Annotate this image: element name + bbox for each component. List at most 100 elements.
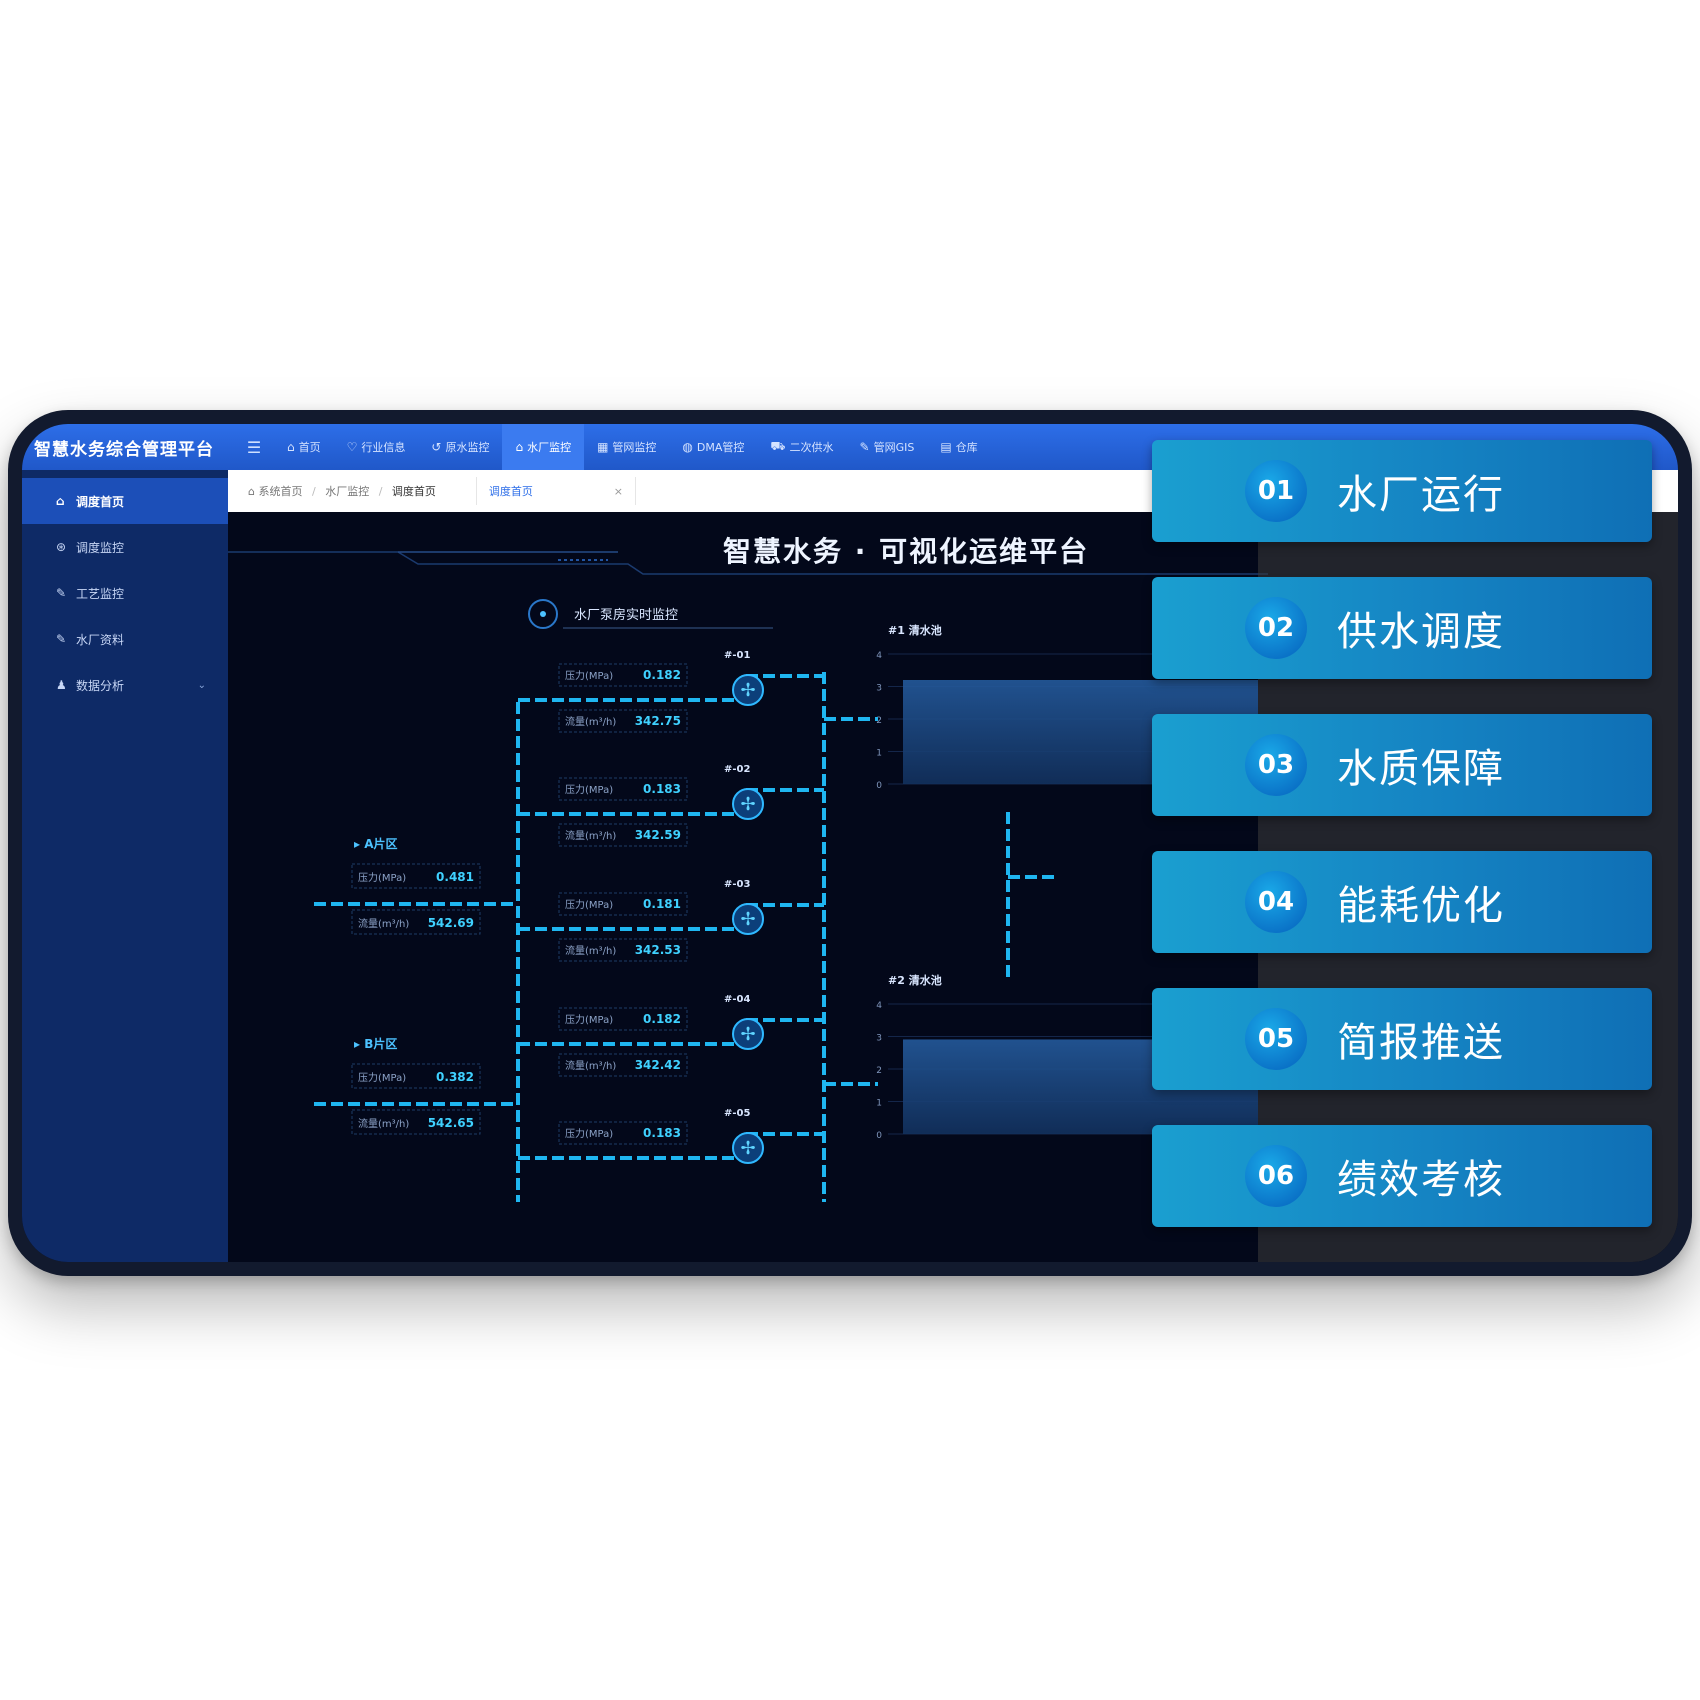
list-icon: ▤ bbox=[940, 440, 952, 454]
panel-dot-icon bbox=[540, 611, 546, 617]
pump-flow-label: 流量(m³/h) bbox=[565, 715, 616, 728]
inlet-name: ▸ B片区 bbox=[354, 1036, 397, 1051]
pump-icon bbox=[732, 1018, 764, 1050]
tank-tick-label: 1 bbox=[876, 1099, 882, 1109]
breadcrumb: ⌂ 系统首页 / 水厂监控 / 调度首页 bbox=[248, 485, 436, 498]
nav-item-secondary[interactable]: ⛟二次供水 bbox=[770, 439, 834, 454]
pump-pressure-label: 压力(MPa) bbox=[565, 783, 613, 796]
pump-fan-icon: ✢ bbox=[740, 1024, 755, 1045]
pump-icon bbox=[732, 903, 764, 935]
menu-toggle-icon[interactable]: ☰ bbox=[246, 437, 262, 457]
nav-item-network[interactable]: ▦管网监控 bbox=[597, 440, 657, 454]
home-icon[interactable]: ⌂ bbox=[248, 485, 259, 498]
pump-flow-value: 342.75 bbox=[635, 714, 681, 728]
inlet-flow-label: 流量(m³/h) bbox=[358, 917, 409, 930]
tab-dispatch-home[interactable]: 调度首页 × bbox=[475, 477, 636, 505]
pump-id: #-03 bbox=[724, 879, 750, 890]
sidebar-item-process-monitor[interactable]: ✎工艺监控 bbox=[56, 586, 125, 601]
close-icon[interactable]: × bbox=[613, 484, 623, 498]
panel-ring-icon bbox=[528, 599, 558, 629]
pen-icon: ✎ bbox=[56, 586, 67, 600]
dashboard-title: 智慧水务 · 可视化运维平台 bbox=[723, 535, 1090, 568]
nav-item-warehouse[interactable]: ▤仓库 bbox=[940, 440, 978, 454]
pump-flow-value: 342.59 bbox=[635, 828, 681, 842]
tank-tick-label: 0 bbox=[876, 781, 882, 791]
tank-name: #2 清水池 bbox=[888, 973, 942, 987]
pump-id: #-02 bbox=[724, 764, 750, 775]
monitor-icon: ⊛ bbox=[56, 540, 67, 554]
pump-fan-icon: ✢ bbox=[740, 909, 755, 930]
feature-label: 能耗优化 bbox=[1337, 883, 1505, 929]
pump-fan-icon: ✢ bbox=[740, 680, 755, 701]
sidebar-item-dispatch-monitor[interactable]: ⊛调度监控 bbox=[56, 540, 125, 555]
home-icon: ⌂ bbox=[56, 494, 65, 508]
feature-label: 水质保障 bbox=[1337, 746, 1505, 792]
pump-pressure-value: 0.182 bbox=[643, 668, 681, 682]
feature-card-plant-operation[interactable]: 01 水厂运行 bbox=[1152, 440, 1652, 542]
pump-pressure-label: 压力(MPa) bbox=[565, 669, 613, 682]
plant-icon: ⌂ bbox=[515, 440, 524, 454]
nav-item-plant[interactable]: ⌂水厂监控 bbox=[502, 424, 585, 470]
feature-card-supply-dispatch[interactable]: 02 供水调度 bbox=[1152, 577, 1652, 679]
tank-tick-label: 1 bbox=[876, 749, 882, 759]
pump-icon bbox=[732, 1132, 764, 1164]
inlet-pressure-box bbox=[351, 863, 481, 889]
tank-tick-label: 4 bbox=[876, 651, 882, 661]
heart-icon: ♡ bbox=[346, 440, 358, 454]
sidebar-item-data-analysis[interactable]: ♟数据分析⌄ bbox=[56, 678, 206, 693]
refresh-icon: ↺ bbox=[431, 440, 442, 454]
pump-fan-icon: ✢ bbox=[740, 1138, 755, 1159]
pump-flow-value: 342.42 bbox=[635, 1058, 681, 1072]
truck-icon: ⛟ bbox=[770, 439, 786, 453]
tank-tick-label: 4 bbox=[876, 1001, 882, 1011]
pump-flow-label: 流量(m³/h) bbox=[565, 944, 616, 957]
app-title: 智慧水务综合管理平台 bbox=[34, 439, 214, 460]
feature-card-water-quality[interactable]: 03 水质保障 bbox=[1152, 714, 1652, 816]
tank-tick-label: 3 bbox=[876, 684, 882, 694]
feature-label: 绩效考核 bbox=[1337, 1157, 1505, 1203]
pump-pressure-label: 压力(MPa) bbox=[565, 1127, 613, 1140]
sidebar: ⌂调度首页 ⊛调度监控 ✎工艺监控 ✎水厂资料 ♟数据分析⌄ bbox=[22, 470, 228, 1262]
tank-tick-label: 2 bbox=[876, 716, 882, 726]
pump-flow-value: 342.53 bbox=[635, 943, 681, 957]
header-decoration bbox=[228, 551, 1268, 575]
sidebar-item-plant-data[interactable]: ✎水厂资料 bbox=[56, 632, 125, 647]
feature-number: 03 bbox=[1245, 734, 1307, 796]
feature-number: 06 bbox=[1245, 1145, 1307, 1207]
nav-item-industry[interactable]: ♡行业信息 bbox=[346, 440, 406, 454]
breadcrumb-current: 调度首页 bbox=[391, 485, 436, 498]
feature-card-energy[interactable]: 04 能耗优化 bbox=[1152, 851, 1652, 953]
pump-icon bbox=[732, 788, 764, 820]
tank-tick-label: 0 bbox=[876, 1131, 882, 1141]
nav-item-raw-water[interactable]: ↺原水监控 bbox=[431, 440, 490, 454]
pump-pressure-value: 0.183 bbox=[643, 782, 681, 796]
pump-id: #-05 bbox=[724, 1108, 750, 1119]
pump-pressure-value: 0.183 bbox=[643, 1126, 681, 1140]
inlet-flow-label: 流量(m³/h) bbox=[358, 1117, 409, 1130]
feature-number: 04 bbox=[1245, 871, 1307, 933]
breadcrumb-item[interactable]: 系统首页 bbox=[258, 485, 303, 498]
inlet-pressure-label: 压力(MPa) bbox=[358, 871, 406, 884]
inlet-pressure-value: 0.382 bbox=[436, 1070, 474, 1084]
feature-number: 01 bbox=[1245, 460, 1307, 522]
pump-id: #-01 bbox=[724, 650, 750, 661]
grid-icon: ▦ bbox=[597, 440, 609, 454]
sidebar-item-dispatch-home[interactable]: ⌂调度首页 bbox=[22, 478, 228, 524]
feature-card-performance[interactable]: 06 绩效考核 bbox=[1152, 1125, 1652, 1227]
pen-icon: ✎ bbox=[56, 632, 67, 646]
feature-number: 02 bbox=[1245, 597, 1307, 659]
feature-label: 水厂运行 bbox=[1337, 472, 1505, 518]
feature-card-brief-push[interactable]: 05 简报推送 bbox=[1152, 988, 1652, 1090]
tablet-frame: 智慧水务综合管理平台 ☰ ⌂首页 ♡行业信息 ↺原水监控 ⌂水厂监控 ▦管网监控… bbox=[8, 410, 1692, 1276]
pump-icon bbox=[732, 674, 764, 706]
pump-pressure-value: 0.181 bbox=[643, 897, 681, 911]
nav-item-dma[interactable]: ◍DMA管控 bbox=[682, 440, 745, 454]
tank-name: #1 清水池 bbox=[888, 623, 942, 637]
inlet-flow-box bbox=[351, 909, 481, 935]
nav-item-gis[interactable]: ✎管网GIS bbox=[859, 440, 915, 454]
nav-item-home[interactable]: ⌂首页 bbox=[287, 440, 321, 454]
breadcrumb-item[interactable]: 水厂监控 bbox=[325, 485, 370, 498]
inlet-name: ▸ A片区 bbox=[354, 836, 398, 851]
pump-id: #-04 bbox=[724, 994, 750, 1005]
pump-diagram: 水厂泵房实时监控▸ A片区压力(MPa)0.481流量(m³/h)542.69▸… bbox=[228, 551, 1268, 1202]
